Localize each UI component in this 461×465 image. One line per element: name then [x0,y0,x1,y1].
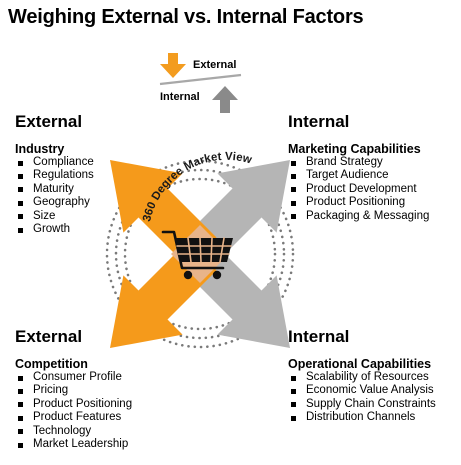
quadrant-subheading: Operational Capabilities [288,357,432,371]
shopping-cart-icon [161,230,233,280]
factor-item: Size [15,210,94,223]
quadrant-top-right: Internal Marketing Capabilities Brand St… [288,112,429,223]
scale-internal-label: Internal [160,91,200,103]
factor-item: Market Leadership [15,438,132,451]
factor-item: Product Features [15,411,132,424]
factor-item: Growth [15,223,94,236]
factor-item: Geography [15,196,94,209]
scale-icon [159,53,242,113]
factor-item: Pricing [15,384,132,397]
factor-item: Scalability of Resources [288,371,436,384]
factor-item: Maturity [15,183,94,196]
factor-item: Brand Strategy [288,156,429,169]
factor-item: Regulations [15,169,94,182]
quadrant-subheading: Industry [15,142,65,156]
quadrant-subheading: Competition [15,357,88,371]
factor-item: Packaging & Messaging [288,210,429,223]
page-title: Weighing External vs. Internal Factors [8,6,364,28]
quadrant-heading: Internal [288,327,350,346]
factor-item: Consumer Profile [15,371,132,384]
quadrant-heading: Internal [288,112,350,131]
scale-external-label: External [193,59,237,71]
quadrant-heading: External [15,112,83,131]
quadrant-subheading: Marketing Capabilities [288,142,421,156]
scale-up-arrow [212,86,238,113]
scale-beam [159,73,242,86]
factor-item: Product Development [288,183,429,196]
quadrant-heading: External [15,327,83,346]
factor-item: Target Audience [288,169,429,182]
dotted-rings [105,159,295,349]
factor-item: Product Positioning [15,398,132,411]
scale-down-arrow [160,53,186,78]
factor-item: Supply Chain Constraints [288,398,436,411]
factor-item: Economic Value Analysis [288,384,436,397]
factor-item: Product Positioning [288,196,429,209]
factor-item: Distribution Channels [288,411,436,424]
quadrant-bottom-right: Internal Operational Capabilities Scalab… [288,327,436,425]
factor-item: Technology [15,425,132,438]
factor-item: Compliance [15,156,94,169]
